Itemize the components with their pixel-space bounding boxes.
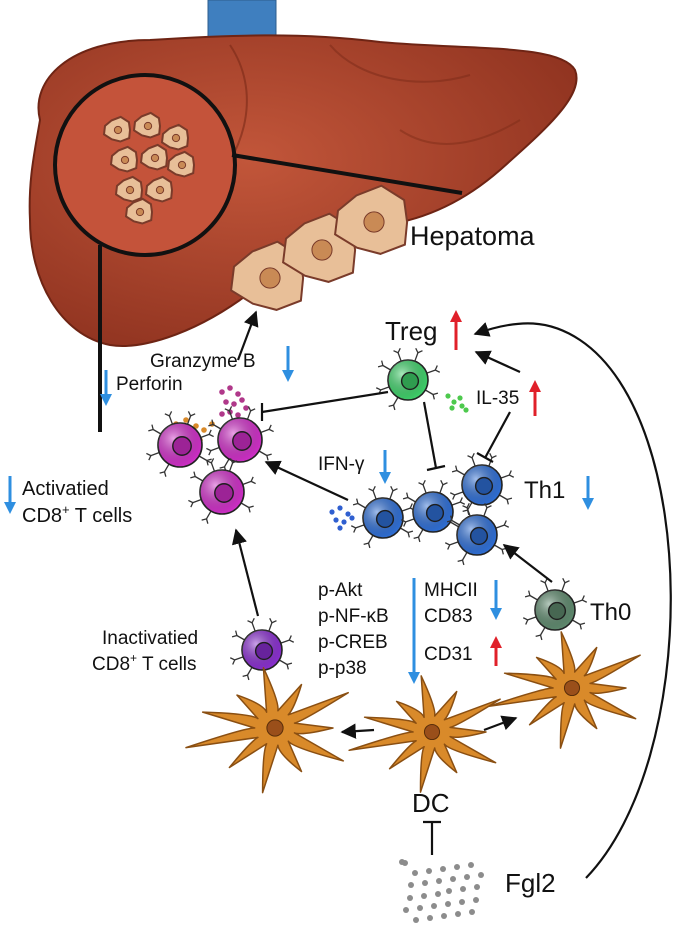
arrow-il35-treg	[474, 350, 521, 374]
mhcii-label: MHCII	[424, 580, 478, 601]
arrow-th1-cd8	[264, 460, 349, 501]
inhibit-treg-cd8	[261, 390, 389, 414]
treg-up-arrow	[450, 310, 462, 350]
pakt-label: p-Akt	[318, 580, 363, 601]
hepatoma-label: Hepatoma	[410, 221, 536, 251]
activated-cd8-cell	[146, 411, 214, 477]
arrow-fgl2-treg	[473, 322, 672, 879]
connectors	[231, 310, 672, 879]
dendritic-cell-center	[348, 675, 501, 793]
vessel-icon	[207, 0, 277, 41]
hepatoma-cells	[230, 184, 409, 311]
ifng-particles	[329, 505, 355, 531]
mhcii-cd83-down-arrow	[490, 580, 502, 620]
il35-dot-group	[445, 393, 469, 413]
signaling-down-arrow	[408, 578, 420, 684]
cluster-cell	[160, 123, 190, 151]
th1-cell	[350, 485, 416, 549]
il35-particles	[445, 393, 469, 413]
perforin-label: Perforin	[116, 374, 183, 395]
th0-cell-body	[522, 577, 588, 641]
tumor-cluster	[102, 111, 196, 225]
activated-cd8-cells	[146, 406, 274, 524]
granzyme-dots	[219, 385, 249, 418]
th1-cell	[444, 502, 510, 566]
activated-cd8-cell	[188, 458, 256, 524]
cluster-cell	[109, 145, 139, 173]
activated-down-arrow	[4, 476, 16, 514]
pnfkb-label: p-NF-κB	[318, 606, 389, 627]
th1-down-arrow	[582, 476, 594, 510]
arrow-inactive-active	[231, 528, 260, 617]
ifng-dot-group	[329, 505, 355, 531]
granzyme-label: Granzyme B	[150, 351, 256, 372]
arrow-th0-th1	[502, 544, 553, 583]
cluster-cell	[144, 175, 174, 203]
cluster-cell	[132, 111, 162, 139]
cluster-cell	[139, 143, 169, 171]
inactivated-cd8-cell-body	[229, 617, 295, 681]
th1-cell	[449, 452, 515, 516]
il35-label: IL-35	[476, 388, 519, 409]
fgl2-label: Fgl2	[505, 868, 556, 898]
il35-up-arrow	[529, 380, 541, 416]
inhibit-il35-th1	[484, 411, 511, 459]
th1-cells	[350, 452, 515, 566]
inhibit-treg-th1	[422, 401, 438, 469]
th0-cell	[522, 577, 588, 641]
activated-cd8-cell	[206, 406, 274, 472]
cluster-cell	[166, 150, 196, 178]
activated-label-line1: Activatied	[22, 478, 109, 500]
th0-label: Th0	[590, 599, 631, 626]
treg-label: Treg	[385, 316, 438, 346]
cd31-label: CD31	[424, 644, 473, 665]
inactivated-cd8-cell	[229, 617, 295, 681]
fgl2-dot-group	[399, 859, 484, 923]
inactivated-label-line2: CD8+ T cells	[92, 651, 197, 675]
th1-cell	[400, 479, 466, 543]
th1-label: Th1	[524, 477, 565, 504]
arrow-dc-left	[340, 723, 375, 739]
cluster-cell	[102, 115, 132, 143]
perforin-down-arrow	[100, 370, 112, 406]
cluster-cell	[124, 197, 154, 225]
fgl2-particles	[399, 859, 484, 923]
dendritic-cell-left	[185, 666, 349, 794]
treg-cell	[375, 347, 441, 411]
dendritic-cell-right	[488, 631, 641, 749]
granzyme-down-arrow	[282, 346, 294, 382]
cd83-label: CD83	[424, 606, 473, 627]
arrow-cd8-to-hepatoma	[236, 310, 259, 361]
cluster-cell	[114, 175, 144, 203]
dendritic-cells	[185, 631, 641, 794]
hepatoma-cell	[334, 184, 409, 255]
pp38-label: p-p38	[318, 658, 367, 679]
cd31-up-arrow	[490, 636, 502, 666]
arrow-dc-right	[483, 715, 518, 732]
activated-label-line2: CD8+ T cells	[22, 502, 132, 527]
pcreb-label: p-CREB	[318, 632, 388, 653]
dc-label: DC	[412, 788, 450, 818]
treg-cell-body	[375, 347, 441, 411]
ifng-label: IFN-γ	[318, 454, 365, 475]
inactivated-label-line1: Inactivatied	[102, 628, 198, 649]
ifng-down-arrow	[379, 450, 391, 484]
